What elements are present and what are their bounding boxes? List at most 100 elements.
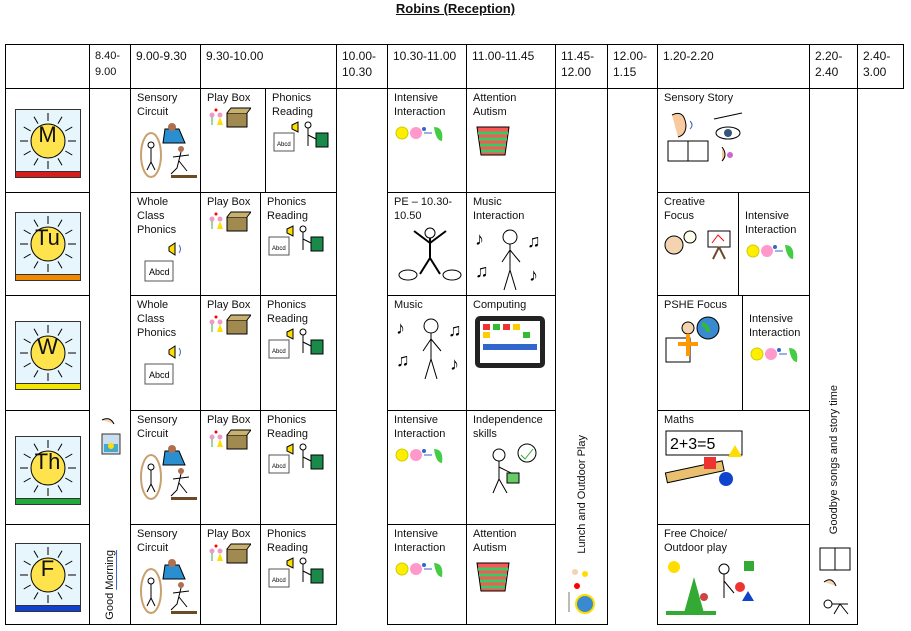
play-box-cell: Play Box	[200, 192, 261, 296]
svg-text:Abcd: Abcd	[272, 578, 286, 584]
music-interaction-cell: Music Interaction♪♫♫♪	[466, 192, 556, 296]
time-slot-label: 12.00-1.15	[613, 49, 648, 79]
header-corner-cell	[5, 44, 90, 89]
header-time-cell: 10.00-10.30	[336, 44, 388, 89]
svg-text:♪: ♪	[475, 229, 484, 249]
page-title: Robins (Reception)	[395, 1, 516, 16]
play-box-label: Play Box	[207, 196, 251, 208]
header-time-cell: 11.00-11.45	[466, 44, 556, 89]
phonics-icon: Abcd	[272, 121, 330, 159]
independence-label: Independence skills	[473, 414, 543, 440]
computing-cell: Computing	[466, 295, 556, 411]
svg-text:♫: ♫	[527, 231, 541, 251]
time-slot-label: 10.00-10.30	[342, 49, 377, 79]
intensive-interaction-label: Intensive Interaction	[394, 414, 446, 440]
freechoice-icon	[664, 557, 803, 621]
time-slot-label: 1.20-2.20	[663, 49, 714, 63]
svg-text:♪: ♪	[529, 265, 538, 285]
day-symbol: Th	[14, 435, 81, 505]
time-slot-label: 9.30-10.00	[206, 49, 264, 63]
play-box-label: Play Box	[207, 414, 251, 426]
play-box-cell: Play Box	[200, 410, 261, 525]
whole-class-phonics-label: Whole Class Phonics	[137, 196, 177, 236]
lunch-outdoor-cell: Lunch and Outdoor Play	[555, 88, 608, 625]
intensive-interaction-cell: Intensive Interaction	[387, 410, 467, 525]
bucket-icon	[473, 557, 549, 597]
svg-text:Abcd: Abcd	[277, 142, 291, 148]
pe-label: PE – 10.30-10.50	[394, 196, 453, 222]
goodbye-cell: Goodbye songs and story time	[809, 88, 858, 625]
day-symbol: Tu	[14, 212, 81, 281]
svg-text:♫: ♫	[475, 261, 489, 281]
day-cell-tu: Tu	[5, 192, 90, 296]
day-color-bar	[14, 170, 81, 178]
phonics-icon: Abcd	[267, 328, 330, 366]
sensory-circuit-label: Sensory Circuit	[137, 414, 178, 440]
creative-icon	[664, 225, 732, 265]
maths-cell: Maths 2+3=5	[657, 410, 810, 525]
music-label: Music	[394, 299, 423, 311]
time-slot-label: 2.40-3.00	[863, 49, 891, 79]
goodbye-cell-text: Goodbye songs and story time	[827, 384, 840, 534]
phonics-icon: Abcd	[267, 225, 330, 263]
time-slot-label: 2.20-2.40	[815, 49, 843, 79]
phonics-icon: Abcd	[267, 443, 330, 481]
phonics-reading-label: Phonics Reading	[267, 528, 308, 554]
lunchicons-icon	[567, 566, 597, 620]
ii-icon	[749, 342, 803, 368]
play-box-cell: Play Box	[200, 524, 261, 625]
senses-icon	[664, 107, 803, 167]
sun-icon	[19, 325, 76, 381]
goodmorning-icon	[98, 416, 122, 460]
sensory-story-label: Sensory Story	[664, 92, 734, 104]
header-time-cell: 9.00-9.30	[130, 44, 201, 89]
playbox-icon	[207, 211, 254, 237]
day-symbol: M	[14, 108, 81, 178]
intensive-interaction-label: Intensive Interaction	[394, 528, 446, 554]
abcd-icon: Abcd	[137, 239, 194, 287]
free-choice-label: Free Choice/ Outdoor play	[664, 528, 727, 554]
svg-text:2+3=5: 2+3=5	[670, 436, 715, 453]
good-morning-text: Good Morning	[103, 550, 117, 620]
jump-icon	[137, 443, 197, 509]
creative-focus-label: Creative Focus	[664, 196, 705, 222]
music-icon: ♪♫♫♪	[394, 314, 462, 388]
attention-autism-cell: Attention Autism	[466, 524, 556, 625]
svg-text:♪: ♪	[396, 318, 405, 338]
svg-text:♫: ♫	[396, 350, 410, 370]
sensory-circuit-label: Sensory Circuit	[137, 92, 178, 118]
time-slot-label: 10.30-11.00	[393, 49, 457, 63]
day-label: M	[38, 121, 57, 147]
sensory-story-cell: Sensory Story	[657, 88, 810, 193]
ii-icon	[394, 557, 460, 583]
maths-label: Maths	[664, 414, 694, 426]
indep-icon	[473, 443, 549, 503]
music-icon: ♪ ♫ ♫ ♪	[473, 225, 549, 295]
svg-text:♫: ♫	[448, 320, 462, 340]
svg-text:Abcd: Abcd	[149, 267, 170, 277]
day-label: W	[37, 334, 58, 359]
day-label: F	[40, 555, 55, 581]
svg-text:Abcd: Abcd	[149, 370, 170, 380]
phonics-reading-label: Phonics Reading	[267, 196, 308, 222]
header-time-cell: 10.30-11.00	[387, 44, 467, 89]
day-color-bar	[14, 497, 81, 505]
phonics-reading-label: Phonics Reading	[267, 299, 308, 325]
play-box-label: Play Box	[207, 299, 251, 311]
header-time-cell: 12.00-1.15	[607, 44, 658, 89]
day-cell-w: W	[5, 295, 90, 411]
computing-label: Computing	[473, 299, 527, 311]
phonics-reading-label: Phonics Reading	[267, 414, 308, 440]
day-symbol: W	[14, 321, 81, 390]
free-choice-cell: Free Choice/ Outdoor play	[657, 524, 810, 625]
day-label: Tu	[35, 225, 60, 250]
ii-icon	[394, 121, 460, 147]
playbox-icon	[207, 543, 254, 569]
header-time-cell: 8.40-9.00	[89, 44, 131, 89]
pshe-cell: PSHE Focus	[657, 295, 743, 411]
pe-cell: PE – 10.30-10.50	[387, 192, 467, 296]
